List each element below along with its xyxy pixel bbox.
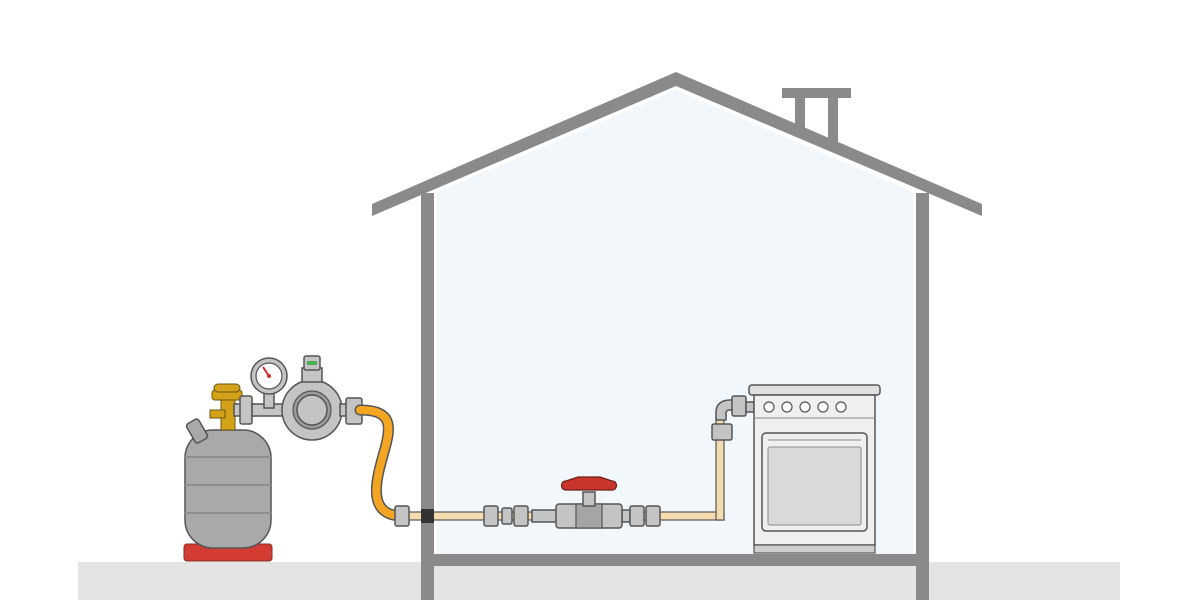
stove-knobs <box>763 401 847 413</box>
chimney-icon <box>782 88 851 144</box>
stove-knob-icon[interactable] <box>835 401 847 413</box>
stove-knob-icon[interactable] <box>763 401 775 413</box>
gas-cylinder-icon <box>183 383 273 562</box>
wall-sleeve <box>421 509 434 523</box>
elbow-fitting <box>711 395 755 441</box>
stove-knob-icon[interactable] <box>781 401 793 413</box>
pressure-gauge-icon <box>250 357 288 395</box>
stove-knob-icon[interactable] <box>817 401 829 413</box>
ground <box>78 562 1120 600</box>
house-outline-icon <box>372 72 982 600</box>
pressure-regulator-icon <box>233 355 363 441</box>
ball-valve-icon[interactable] <box>555 476 623 529</box>
hose-fill <box>356 406 403 520</box>
gas-stove-icon <box>748 384 881 554</box>
pipe-fittings <box>394 505 661 527</box>
stove-knob-icon[interactable] <box>799 401 811 413</box>
